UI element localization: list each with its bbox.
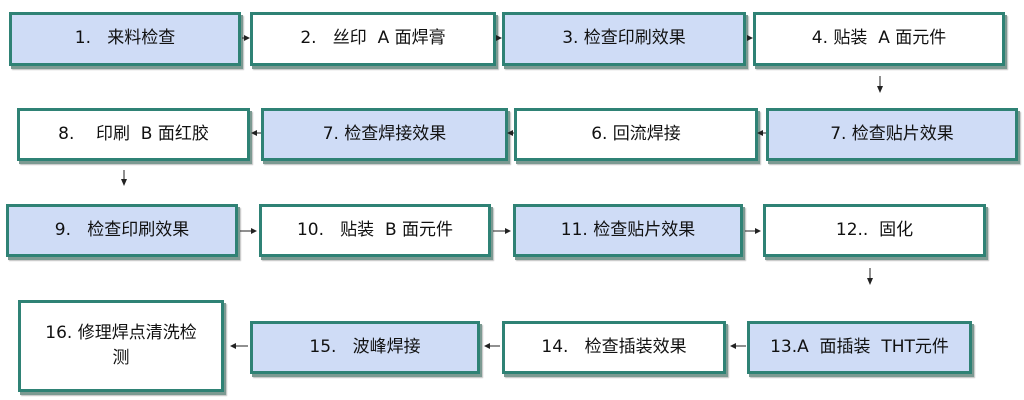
arrow-7a-6 — [757, 130, 766, 136]
arrow-10-11 — [493, 228, 511, 234]
step-16-label: 16. 修理焊点清洗检 测 — [45, 322, 197, 369]
step-16: 16. 修理焊点清洗检 测 — [18, 300, 224, 392]
step-3: 3. 检查印刷效果 — [502, 12, 746, 66]
arrow-1-2 — [242, 35, 250, 41]
step-14-label: 14. 检查插装效果 — [541, 336, 687, 357]
arrow-3-4 — [747, 35, 753, 41]
step-10: 10. 贴装 B 面元件 — [259, 204, 491, 257]
step-12: 12.. 固化 — [763, 204, 986, 257]
step-3-label: 3. 检查印刷效果 — [562, 28, 686, 49]
step-2: 2. 丝印 A 面焊膏 — [250, 12, 496, 66]
arrow-14-15 — [484, 343, 500, 349]
arrow-15-16 — [230, 343, 248, 349]
step-7b: 7. 检查焊接效果 — [261, 108, 508, 161]
step-14: 14. 检查插装效果 — [502, 321, 726, 374]
step-9: 9. 检查印刷效果 — [6, 204, 238, 257]
step-15: 15. 波峰焊接 — [250, 321, 480, 374]
arrow-11-12 — [745, 228, 761, 234]
step-7a: 7. 检查贴片效果 — [766, 108, 1018, 161]
step-2-label: 2. 丝印 A 面焊膏 — [300, 28, 446, 49]
step-11: 11. 检查贴片效果 — [513, 204, 743, 257]
step-13-label: 13.A 面插装 THT元件 — [770, 336, 949, 357]
step-7b-label: 7. 检查焊接效果 — [322, 123, 447, 144]
step-4-label: 4. 贴装 A 面元件 — [811, 28, 947, 49]
arrow-8-9 — [121, 170, 127, 186]
arrow-13-14 — [730, 343, 746, 349]
step-8: 8. 印刷 B 面红胶 — [17, 108, 250, 161]
step-10-label: 10. 贴装 B 面元件 — [296, 219, 454, 240]
step-12-label: 12.. 固化 — [835, 219, 914, 240]
arrow-2-3 — [496, 35, 502, 41]
step-7a-label: 7. 检查贴片效果 — [830, 123, 954, 144]
arrow-6-7b — [507, 130, 514, 136]
step-1: 1. 来料检查 — [9, 12, 241, 66]
arrow-7b-8 — [251, 130, 261, 136]
step-15-label: 15. 波峰焊接 — [309, 336, 421, 357]
arrow-9-10 — [240, 228, 257, 234]
step-9-label: 9. 检查印刷效果 — [54, 219, 190, 240]
step-13: 13.A 面插装 THT元件 — [747, 321, 972, 374]
step-11-label: 11. 检查贴片效果 — [560, 219, 696, 240]
arrow-12-13 — [867, 268, 873, 285]
step-8-label: 8. 印刷 B 面红胶 — [58, 123, 209, 144]
step-1-label: 1. 来料检查 — [74, 28, 176, 49]
step-6-label: 6. 回流焊接 — [591, 123, 681, 144]
arrow-4-7a — [877, 76, 883, 93]
step-4: 4. 贴装 A 面元件 — [753, 12, 1005, 66]
step-6: 6. 回流焊接 — [514, 108, 758, 161]
